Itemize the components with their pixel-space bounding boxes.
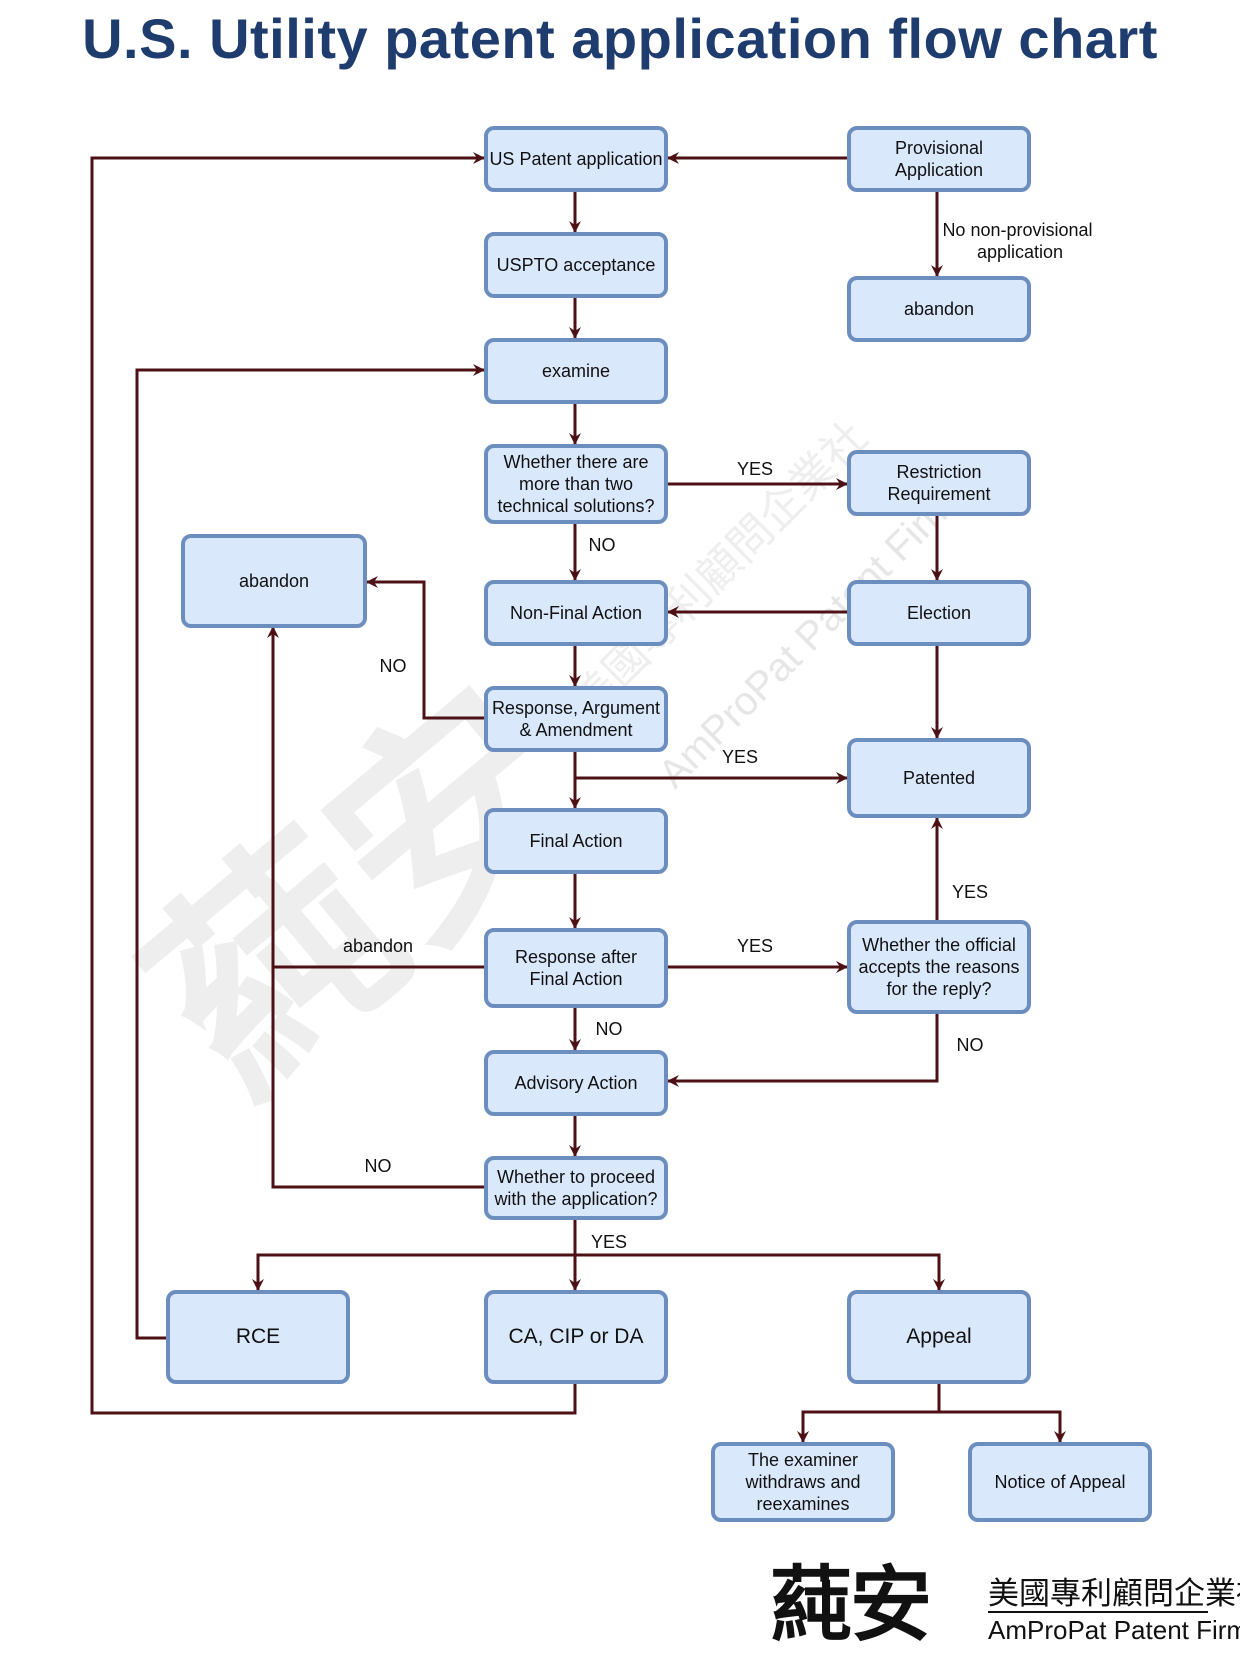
arrow-official-to-advisory (668, 1014, 937, 1081)
node-label: Advisory Action (514, 1073, 637, 1093)
node-label: Appeal (906, 1325, 971, 1348)
node-label: examine (542, 361, 610, 381)
edge-label-yes-patented: YES (722, 747, 758, 767)
node-examiner-withdraws: The examinerwithdraws andreexamines (713, 1444, 893, 1520)
node-box (486, 930, 666, 1006)
edge-label-no-abandon: NO (380, 656, 407, 676)
node-rce: RCE (168, 1292, 348, 1382)
edge-label-yes-proceed: YES (591, 1232, 627, 1252)
arrow-branch-to-appeal (575, 1255, 939, 1290)
node-abandon-provisional: abandon (849, 278, 1029, 340)
arrow-appeal-to-examiner (803, 1384, 939, 1442)
node-response-argument: Response, Argument& Amendment (486, 688, 666, 750)
node-label: Patented (903, 768, 975, 788)
node-restriction-requirement: RestrictionRequirement (849, 452, 1029, 514)
node-appeal: Appeal (849, 1292, 1029, 1382)
node-abandon-left: abandon (183, 536, 365, 626)
node-label: Non-Final Action (510, 603, 642, 623)
node-official-accepts: Whether the officialaccepts the reasonsf… (849, 922, 1029, 1012)
logo-cjk-small: 美國專利顧問企業社 (988, 1568, 1240, 1613)
firm-logo: 蒓安 美國專利顧問企業社 AmProPat Patent Firm (770, 1560, 1210, 1650)
node-label: RCE (236, 1325, 280, 1348)
edge-label-no-official-advisory: NO (957, 1035, 984, 1055)
logo-divider (988, 1611, 1208, 1613)
node-proceed: Whether to proceedwith the application? (486, 1158, 666, 1218)
node-uspto-acceptance: USPTO acceptance (486, 234, 666, 296)
edge-label-no-nonprovisional: No non-provisional application (942, 220, 1097, 262)
node-advisory-action: Advisory Action (486, 1052, 666, 1114)
edge-label-yes-restriction: YES (737, 459, 773, 479)
node-label: The examinerwithdraws andreexamines (744, 1450, 860, 1514)
node-label: abandon (904, 299, 974, 319)
node-two-solutions: Whether there aremore than twotechnical … (486, 446, 666, 522)
arrow-branch-to-rce (258, 1255, 575, 1290)
node-label: Final Action (529, 831, 622, 851)
node-ca-cip-da: CA, CIP or DA (486, 1292, 666, 1382)
node-label: Whether there aremore than twotechnical … (497, 452, 654, 516)
node-notice-of-appeal: Notice of Appeal (970, 1444, 1150, 1520)
edge-label-no-nonfinal: NO (589, 535, 616, 555)
node-us-patent-application: US Patent application (486, 128, 666, 190)
node-provisional-application: ProvisionalApplication (849, 128, 1029, 190)
edge-label-yes-response-official: YES (737, 936, 773, 956)
node-response-after-final: Response afterFinal Action (486, 930, 666, 1006)
edge-label-no-proceed: NO (365, 1156, 392, 1176)
node-final-action: Final Action (486, 810, 666, 872)
arrow-appeal-to-notice (939, 1412, 1060, 1442)
node-election: Election (849, 582, 1029, 644)
node-label: CA, CIP or DA (509, 1325, 644, 1348)
logo-english: AmProPat Patent Firm (988, 1615, 1240, 1646)
node-label: US Patent application (489, 149, 662, 169)
node-label: USPTO acceptance (497, 255, 656, 275)
edge-label-yes-official-patented: YES (952, 882, 988, 902)
node-patented: Patented (849, 740, 1029, 816)
edge-label-no-advisory: NO (596, 1019, 623, 1039)
logo-cjk: 蒓安 (770, 1560, 930, 1650)
node-examine: examine (486, 340, 666, 402)
node-non-final-action: Non-Final Action (486, 582, 666, 644)
edge-label-abandon-from-response: abandon (343, 936, 413, 956)
node-label: Notice of Appeal (994, 1472, 1125, 1492)
node-label: abandon (239, 571, 309, 591)
node-label: Election (907, 603, 971, 623)
